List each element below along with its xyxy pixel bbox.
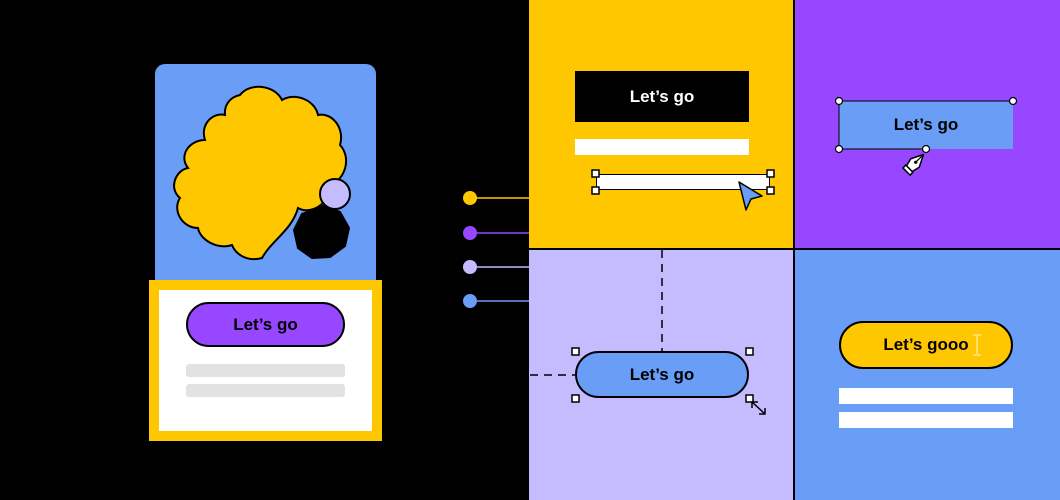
yellow-pill-button-label: Let’s gooo [883, 335, 969, 354]
panel-top-left [529, 0, 794, 249]
text-cursor-icon [973, 334, 981, 356]
text-line-white-3 [839, 412, 1013, 428]
card-form [149, 280, 382, 441]
abstract-shapes-icon [173, 85, 348, 261]
connector-dot-lavender [463, 260, 477, 274]
black-polygon-icon [292, 204, 351, 260]
text-line-white-2 [839, 388, 1013, 404]
pill-button-label: Let’s go [629, 364, 695, 384]
text-line-white-1 [575, 139, 749, 155]
selection-handles-text-line [591, 169, 775, 195]
vector-selection-box [834, 96, 1018, 154]
selection-handles-pill [571, 347, 754, 403]
card-cta-button-label: Let’s go [233, 314, 298, 334]
card-text-line-1 [186, 364, 345, 377]
card-text-line-2 [186, 384, 345, 397]
pill-button[interactable]: Let’s go [575, 351, 749, 398]
connector-dot-yellow [463, 191, 477, 205]
connector-dot-blue [463, 294, 477, 308]
card-cta-button[interactable]: Let’s go [186, 302, 345, 347]
black-button[interactable]: Let’s go [575, 71, 749, 122]
pen-tool-icon [901, 153, 925, 177]
yellow-pill-button[interactable]: Let’s gooo [839, 321, 1013, 369]
resize-cursor-icon [751, 401, 766, 415]
pointer-cursor-icon [738, 181, 763, 211]
selected-text-line[interactable] [596, 174, 770, 190]
lavender-circle-icon [319, 178, 351, 210]
panel-bottom-right [795, 250, 1060, 500]
connector-dot-purple [463, 226, 477, 240]
blue-button[interactable]: Let’s go [839, 101, 1013, 149]
black-button-label: Let’s go [629, 86, 695, 106]
blue-button-label: Let’s go [893, 115, 959, 134]
